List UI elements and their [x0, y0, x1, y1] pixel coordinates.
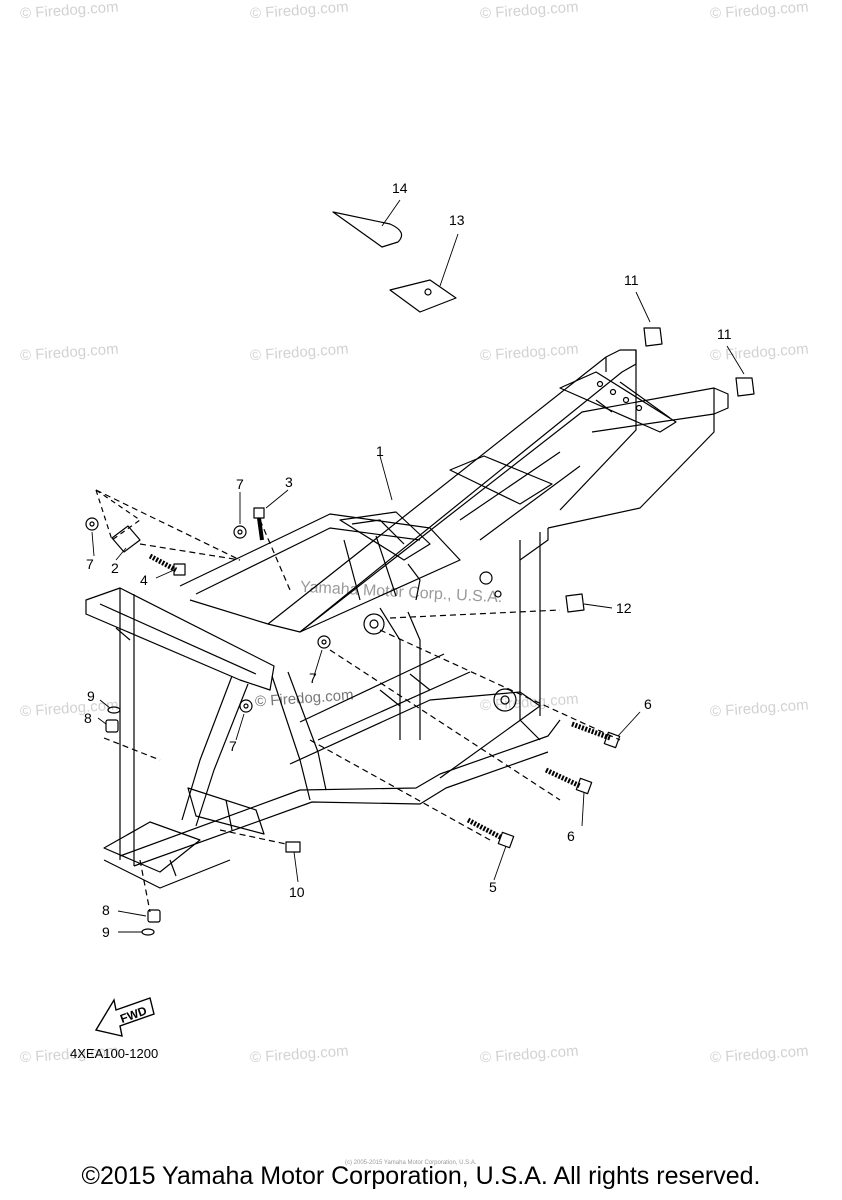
bolt-6-lower — [544, 767, 582, 789]
bolt-10 — [285, 841, 301, 853]
fasteners — [85, 327, 755, 936]
callout-10: 10 — [289, 884, 305, 900]
copyright-notice: ©2015 Yamaha Motor Corporation, U.S.A. A… — [81, 1162, 761, 1190]
cap-11a — [643, 327, 663, 347]
callout-11b: 11 — [717, 326, 732, 342]
ring-9-upper — [107, 706, 121, 714]
fwd-label: FWD — [118, 1003, 149, 1026]
callout-7: 7 — [86, 556, 94, 572]
leader-lines — [91, 199, 745, 933]
bolt-3 — [253, 507, 265, 519]
cap-11b — [735, 377, 755, 397]
callout-7: 7 — [229, 738, 237, 754]
part-13-plate — [389, 279, 457, 313]
frame-upper-rails — [267, 349, 729, 633]
ring-9-lower — [141, 928, 155, 936]
callout-3: 3 — [285, 474, 293, 490]
callout-7: 7 — [236, 476, 244, 492]
diagram-code: 4XEA100-1200 — [70, 1046, 159, 1061]
callout-6: 6 — [644, 696, 652, 712]
callout-9: 9 — [102, 924, 110, 940]
bolt-5 — [466, 817, 504, 841]
bolt-4 — [148, 553, 178, 573]
callout-13: 13 — [449, 212, 465, 228]
clip-12 — [565, 593, 585, 613]
collar-8-lower — [147, 909, 161, 923]
callout-8: 8 — [84, 710, 92, 726]
frame-lower-rails — [103, 653, 561, 889]
collar-8-upper — [105, 719, 119, 733]
callout-5: 5 — [489, 879, 497, 895]
callout-1: 1 — [376, 443, 384, 459]
callout-6: 6 — [567, 828, 575, 844]
frame-down-tubes — [181, 671, 327, 835]
faint-credit: (c) 2005-2015 Yamaha Motor Corporation, … — [345, 1160, 477, 1166]
bracket-2 — [111, 525, 141, 553]
nut-7d — [239, 699, 253, 713]
callout-4: 4 — [140, 572, 148, 588]
callout-8: 8 — [102, 902, 110, 918]
nut-7a — [85, 517, 99, 531]
callout-9: 9 — [87, 688, 95, 704]
callout-12: 12 — [616, 600, 632, 616]
forward-arrow-icon: FWD — [94, 997, 155, 1037]
part-14-label — [332, 211, 403, 248]
callout-2: 2 — [111, 560, 119, 576]
frame-front-tubes — [179, 511, 461, 633]
nut-7b — [233, 525, 247, 539]
nut-7c — [317, 635, 331, 649]
reference-lines — [95, 489, 621, 913]
callout-14: 14 — [392, 180, 408, 196]
frame-rear-verticals — [363, 528, 549, 741]
frame-front-crossmember — [85, 587, 275, 866]
callout-11a: 11 — [624, 272, 639, 288]
callout-7: 7 — [309, 670, 317, 686]
